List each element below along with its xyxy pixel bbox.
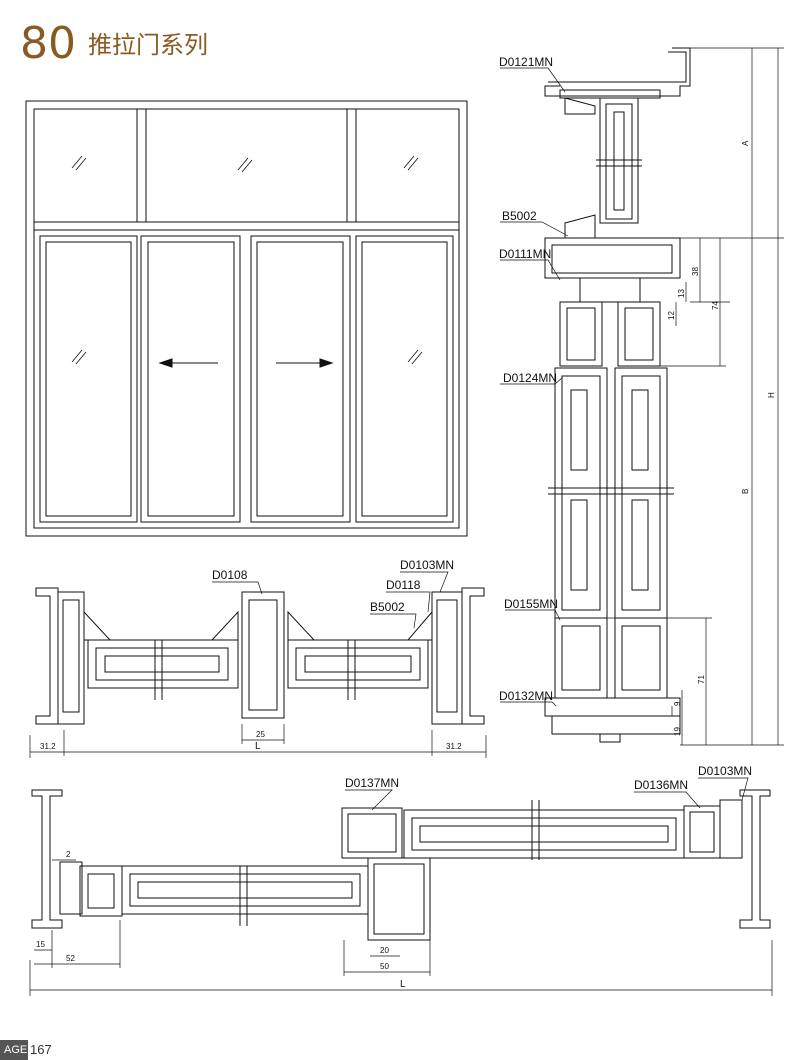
label-d0103mn-bottom: D0103MN	[698, 764, 752, 778]
label-d0136mn: D0136MN	[634, 778, 688, 792]
dim-52: 52	[66, 954, 75, 963]
dim-13: 13	[677, 289, 686, 298]
dim-12: 12	[667, 311, 676, 320]
dim-50: 50	[380, 962, 389, 971]
dim-15: 15	[36, 940, 45, 949]
dim-71: 71	[697, 675, 706, 684]
leader-lines	[212, 67, 749, 811]
horizontal-dimensions	[29, 724, 487, 758]
vertical-dimensions	[607, 47, 784, 746]
label-d0132mn: D0132MN	[499, 689, 553, 703]
dim-9: 9	[673, 701, 682, 706]
dim-2: 2	[66, 850, 71, 859]
dim-a: A	[741, 140, 750, 146]
vertical-section	[544, 47, 691, 743]
bottom-dimensions	[29, 859, 773, 996]
dim-b: B	[741, 489, 750, 494]
label-d0108: D0108	[212, 568, 248, 582]
dim-l-mid: L	[255, 741, 261, 752]
label-d0111mn: D0111MN	[499, 247, 551, 261]
label-b5002-mid: B5002	[370, 600, 405, 614]
series-title: 推拉门系列	[88, 31, 208, 59]
label-d0118: D0118	[386, 578, 421, 592]
label-d0103mn-mid: D0103MN	[400, 558, 454, 572]
dim-74: 74	[711, 301, 720, 310]
horizontal-section	[35, 587, 485, 725]
dim-31-left: 31.2	[40, 742, 56, 751]
label-d0121mn: D0121MN	[499, 55, 553, 69]
series-number: 80	[20, 18, 76, 69]
dim-25: 25	[256, 730, 265, 739]
dim-h: H	[767, 392, 776, 398]
window-elevation	[25, 100, 468, 537]
dim-19: 19	[673, 727, 682, 736]
dim-38: 38	[691, 267, 700, 276]
dim-31-right: 31.2	[446, 742, 462, 751]
page-number: 167	[30, 1042, 52, 1057]
label-d0124mn: D0124MN	[503, 371, 557, 385]
page-label: AGE	[0, 1040, 28, 1060]
dim-l-bottom: L	[400, 979, 406, 990]
bottom-section	[31, 789, 771, 941]
label-d0137mn: D0137MN	[345, 776, 399, 790]
label-b5002-right: B5002	[502, 209, 537, 223]
dim-20: 20	[380, 946, 389, 955]
label-d0155mn: D0155MN	[504, 597, 558, 611]
